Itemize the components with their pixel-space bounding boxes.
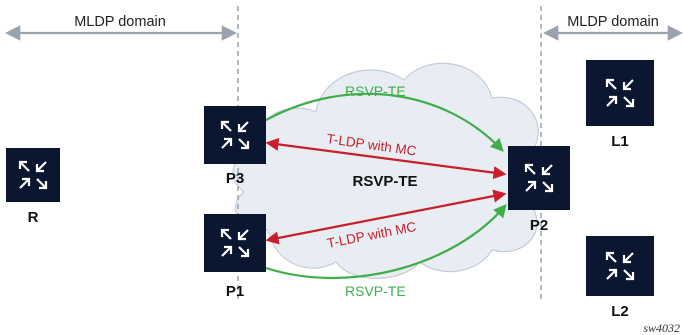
router-P3: P3 [204,106,266,187]
node-label-P1: P1 [226,283,244,300]
cloud-label: RSVP-TE [352,173,417,190]
router-P1: P1 [204,214,266,300]
router-L2: L2 [586,236,654,320]
router-R: R [6,148,60,226]
node-label-R: R [28,209,39,226]
router-P2: P2 [508,146,570,234]
rsvp-te-bottom-label: RSVP-TE [345,283,406,299]
rsvp-te-top-path [265,92,504,152]
right-domain-label: MLDP domain [567,14,659,30]
node-label-L1: L1 [611,133,629,150]
rsvp-te-top-label: RSVP-TE [345,83,406,99]
router-L1: L1 [586,60,654,150]
tldp-top-path [265,137,507,180]
node-label-P2: P2 [530,217,548,234]
left-domain-label: MLDP domain [74,14,166,30]
node-label-P3: P3 [226,170,244,187]
tldp-bottom-path [265,189,507,245]
node-label-L2: L2 [611,303,629,320]
figure-id: sw4032 [643,321,680,335]
